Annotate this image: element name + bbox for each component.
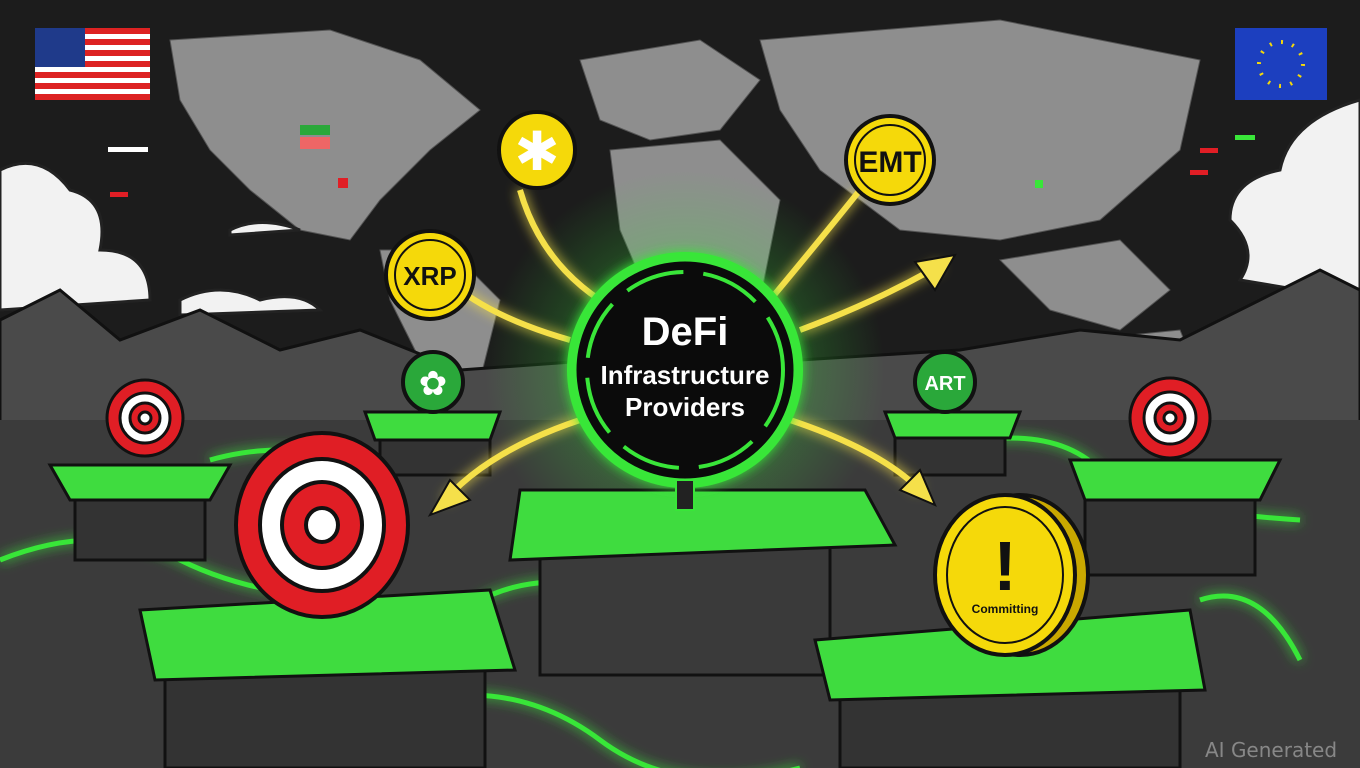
flower-icon: ✿ [419,364,448,404]
coin-asterisk: ✱ [497,110,577,190]
coin-emt-label: EMT [858,146,921,179]
platform-left-back [47,463,233,562]
platform-left-mid [362,410,503,477]
map-markers [108,125,1255,197]
us-flag [35,28,150,100]
exclamation-icon: ! [993,527,1016,605]
hub-subtitle-line1: Infrastructure [600,360,769,390]
clouds [0,98,1360,317]
defi-hub: DeFi Infrastructure Providers [567,252,803,511]
target-left-back [105,378,185,458]
platform-center [508,488,898,677]
coin-emt: EMT [844,114,936,206]
platform-right-back [1067,458,1283,577]
coin-warning: ! Committing [933,493,1090,657]
hub-subtitle-line2: Providers [625,392,745,422]
coin-xrp: XRP [384,229,476,321]
asterisk-icon: ✱ [514,120,559,183]
coin-green: ✿ [401,350,465,414]
coin-art: ART [913,350,977,414]
hub-title: DeFi [642,310,729,354]
target-large [234,431,410,619]
coin-art-label: ART [924,373,965,395]
arrowheads [427,253,957,517]
coin-xrp-label: XRP [403,261,456,291]
target-right-back [1128,376,1212,460]
coin-warning-label: Committing [972,602,1039,616]
platform-right-mid [882,410,1023,477]
platform-left-front [138,588,518,768]
ai-generated-watermark: AI Generated [1205,738,1337,762]
eu-flag [1235,28,1327,100]
